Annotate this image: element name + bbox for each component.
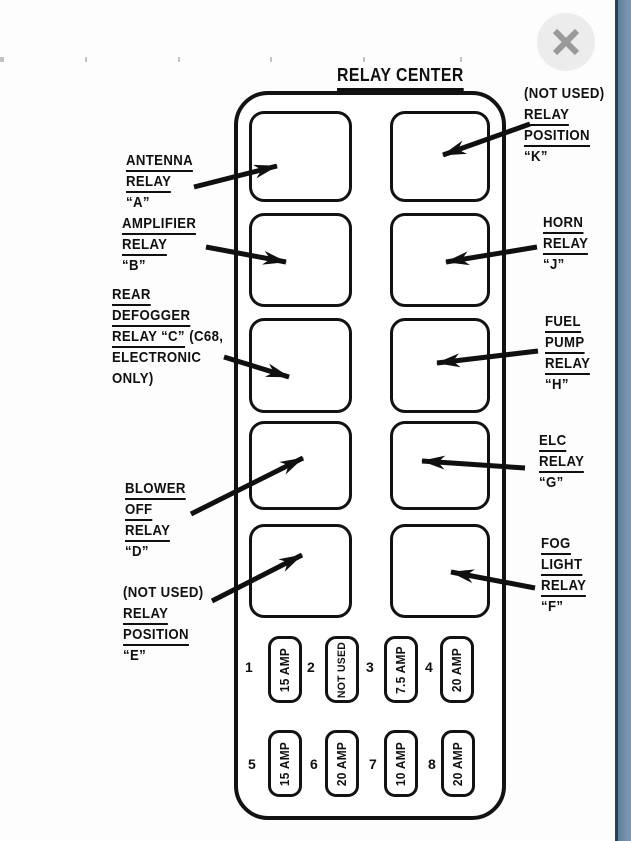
label-line: OFF (125, 501, 153, 521)
label-antenna-relay: ANTENNA RELAY “A” (126, 152, 202, 215)
relay-slot-h (390, 318, 490, 413)
fuse-8: 20 AMP (441, 730, 475, 797)
label-relay-position-k: (NOT USED) RELAY POSITION “K” (524, 85, 616, 169)
label-line: “K” (524, 148, 548, 165)
label-line: POSITION (524, 127, 590, 147)
label-line: RELAY (125, 522, 171, 542)
label-line: RELAY (541, 577, 587, 597)
relay-slot-c (249, 318, 352, 413)
label-blower-off-relay: BLOWER OFF RELAY “D” (125, 480, 194, 564)
label-line: REAR (112, 286, 151, 306)
relay-slot-e (249, 524, 352, 618)
fuse-7: 10 AMP (384, 730, 418, 797)
label-fog-light-relay: FOG LIGHT RELAY “F” (541, 535, 592, 619)
fuse-number: 4 (425, 659, 433, 675)
fuse-value: 15 AMP (278, 647, 292, 692)
fuse-number: 7 (369, 756, 377, 772)
label-line: RELAY (524, 106, 570, 126)
scan-artifact (85, 57, 87, 62)
fuse-number: 3 (366, 659, 374, 675)
fuse-number: 2 (307, 659, 315, 675)
label-line: RELAY (123, 605, 169, 625)
label-line: RELAY (122, 236, 168, 256)
label-line: “G” (539, 474, 564, 491)
label-horn-relay: HORN RELAY “J” (543, 214, 594, 277)
close-icon (552, 28, 580, 56)
fuse-1: 15 AMP (268, 636, 302, 703)
relay-slot-d (249, 421, 352, 510)
label-line: FUEL (545, 313, 581, 333)
scan-artifact (460, 57, 462, 62)
label-rear-defogger-relay: REAR DEFOGGER RELAY “C”(C68, ELECTRONIC … (112, 286, 238, 391)
label-line: ONLY) (112, 370, 154, 387)
label-line: “F” (541, 598, 564, 615)
scan-artifact (0, 57, 4, 62)
fuse-2: NOT USED (325, 636, 359, 703)
fuse-value: 10 AMP (394, 741, 408, 786)
label-line: RELAY (543, 235, 589, 255)
relay-slot-k (390, 111, 490, 202)
label-line: ELECTRONIC (112, 349, 202, 366)
label-line: (NOT USED) (123, 584, 204, 601)
relay-slot-g (390, 421, 490, 510)
label-line: ANTENNA (126, 152, 194, 172)
label-line: AMPLIFIER (122, 215, 197, 235)
label-relay-position-e: (NOT USED) RELAY POSITION “E” (123, 584, 215, 668)
relay-slot-b (249, 213, 352, 307)
fuse-value: 20 AMP (335, 741, 349, 786)
fuse-4: 20 AMP (440, 636, 474, 703)
label-line: “B” (122, 257, 146, 274)
label-fuel-pump-relay: FUEL PUMP RELAY “H” (545, 313, 596, 397)
label-line: DEFOGGER (112, 307, 191, 327)
label-line: BLOWER (125, 480, 186, 500)
label-line: RELAY (539, 453, 585, 473)
fuse-value: NOT USED (336, 641, 348, 698)
label-line: “J” (543, 256, 565, 273)
fuse-5: 15 AMP (268, 730, 302, 797)
label-line: LIGHT (541, 556, 583, 576)
fuse-value: 7.5 AMP (394, 645, 408, 694)
label-line: “D” (125, 543, 149, 560)
label-line: (NOT USED) (524, 85, 605, 102)
relay-slot-a (249, 111, 352, 202)
scan-artifact (363, 57, 365, 62)
diagram-title: RELAY CENTER (337, 65, 481, 91)
scan-artifact (178, 57, 180, 62)
fuse-number: 5 (248, 756, 256, 772)
fuse-value: 15 AMP (278, 741, 292, 786)
relay-slot-f (390, 524, 490, 618)
label-elc-relay: ELC RELAY “G” (539, 432, 590, 495)
label-line: “H” (545, 376, 569, 393)
fuse-value: 20 AMP (450, 647, 464, 692)
relay-slot-j (390, 213, 490, 307)
label-line: FOG (541, 535, 571, 555)
fuse-3: 7.5 AMP (384, 636, 418, 703)
label-line: PUMP (545, 334, 585, 354)
fuse-value: 20 AMP (451, 741, 465, 786)
label-line: RELAY (126, 173, 172, 193)
scan-artifact (270, 57, 272, 62)
close-button[interactable] (537, 13, 595, 71)
label-line: ELC (539, 432, 567, 452)
fuse-number: 1 (245, 659, 253, 675)
label-line: POSITION (123, 626, 189, 646)
fuse-6: 20 AMP (325, 730, 359, 797)
label-line: “A” (126, 194, 150, 211)
label-line: “E” (123, 647, 147, 664)
label-line: (C68, (189, 328, 224, 345)
fuse-number: 8 (428, 756, 436, 772)
diagram-title-text: RELAY CENTER (337, 65, 464, 91)
window-edge-strip (615, 0, 631, 841)
label-line: RELAY (545, 355, 591, 375)
label-line: RELAY “C” (112, 328, 185, 348)
label-line: HORN (543, 214, 584, 234)
label-amplifier-relay: AMPLIFIER RELAY “B” (122, 215, 206, 278)
fuse-number: 6 (310, 756, 318, 772)
